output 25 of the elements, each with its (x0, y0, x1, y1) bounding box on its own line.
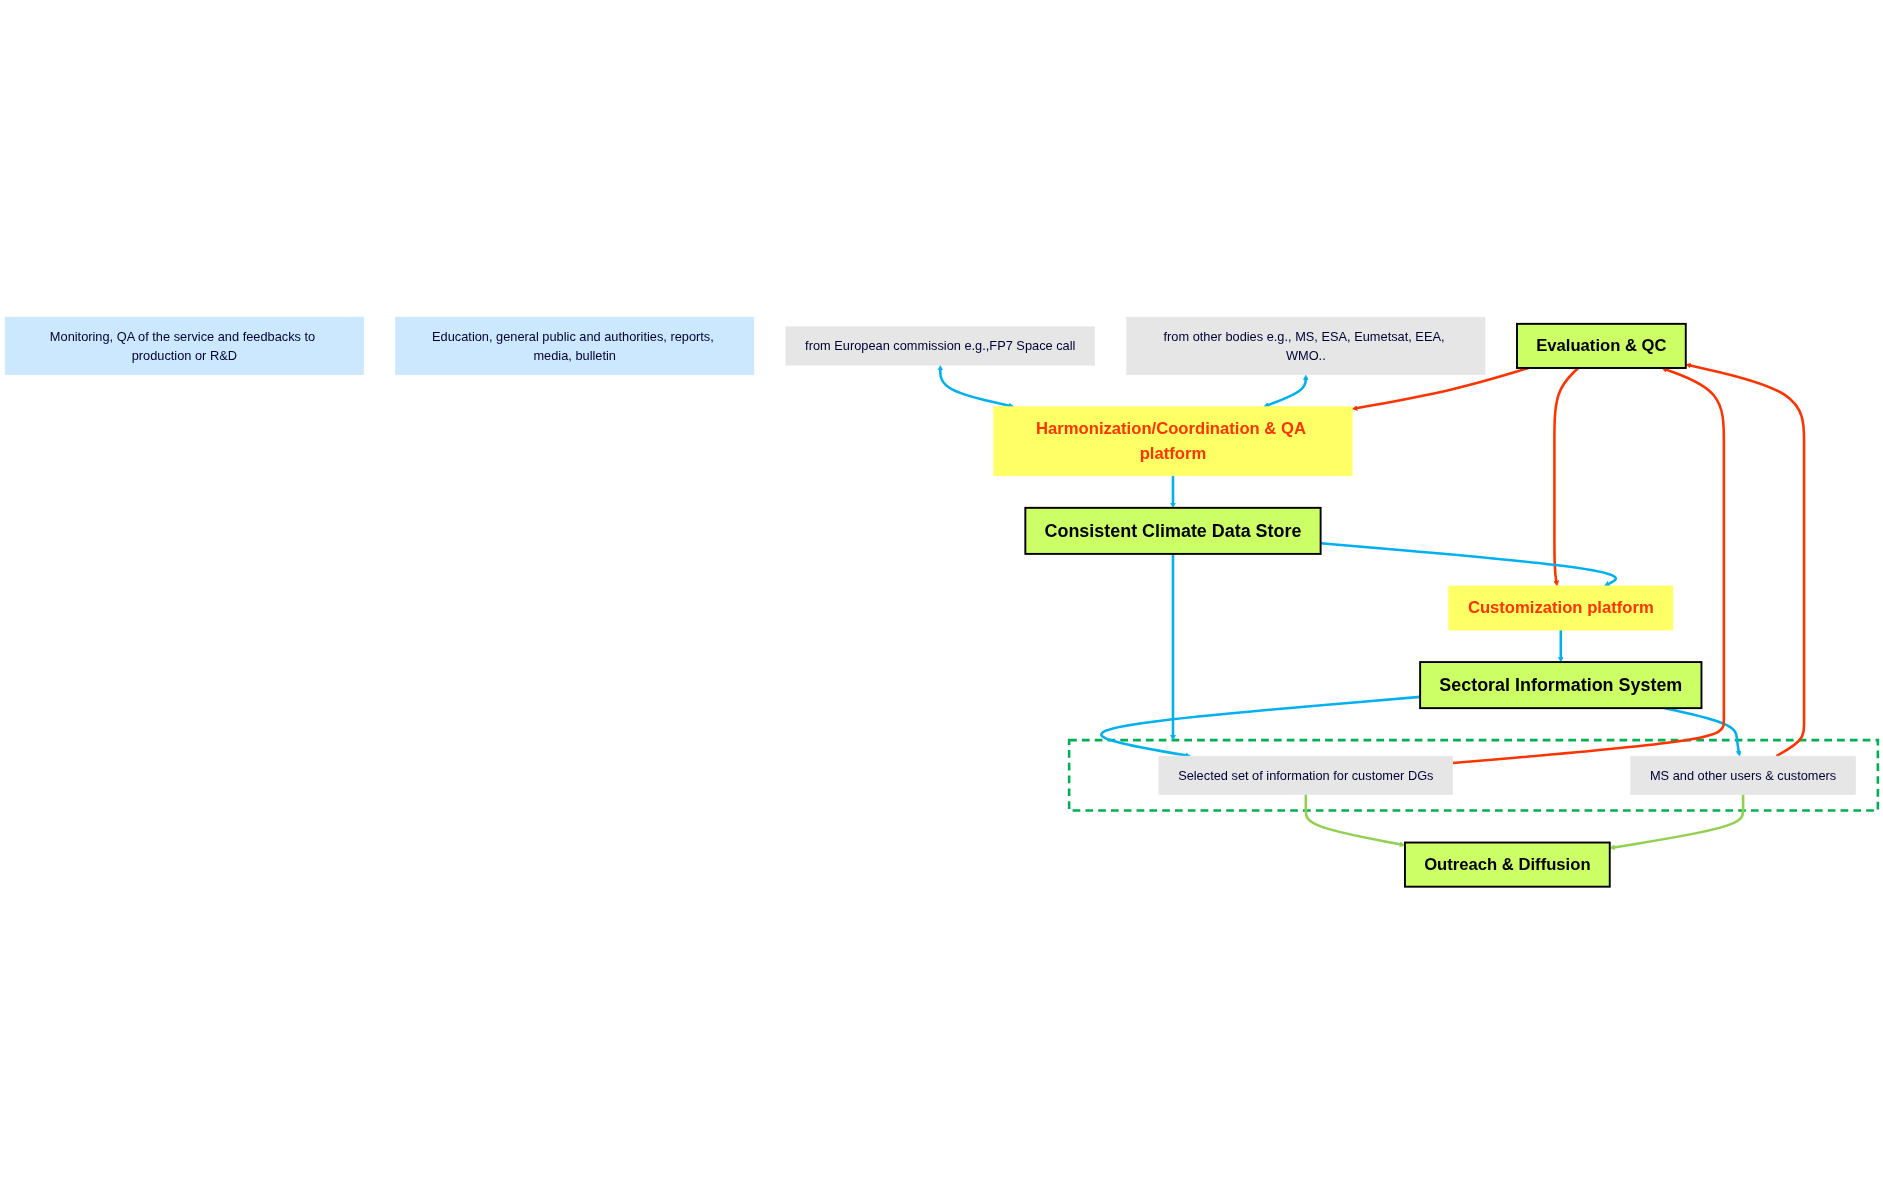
node-box: Education, general public and authorities, reports, media, bulletin (395, 316, 755, 375)
arrow (1452, 366, 1726, 764)
node-box: Selected set of information for customer DGs (1158, 755, 1454, 795)
node-box: from European commission e.g.,FP7 Space call (785, 326, 1095, 366)
node-box: from other bodies e.g., MS, ESA, Eumetsat, EEA, WMO.. (1126, 316, 1486, 375)
cluster (1067, 738, 1880, 812)
node-box: Evaluation & QC (1516, 322, 1687, 369)
arrow (1320, 541, 1617, 586)
arrow (937, 364, 1015, 408)
arrow (1351, 366, 1529, 411)
arrow (1685, 362, 1806, 757)
arrow (1553, 366, 1580, 586)
node-box: Monitoring, QA of the service and feedbacks to production or R&D (4, 316, 364, 375)
arrow (1558, 629, 1564, 662)
arrow (1609, 794, 1745, 850)
node-box: Customization platform (1448, 585, 1674, 630)
node-box: Outreach & Diffusion (1404, 841, 1611, 888)
node-box: Harmonization/Coordination & QA platform (993, 406, 1353, 476)
node-box: Consistent Climate Data Store (1024, 506, 1322, 555)
node-box: Sectoral Information System (1419, 660, 1703, 709)
arrow (1664, 706, 1742, 756)
arrow (1263, 374, 1309, 408)
arrow (1170, 475, 1176, 508)
node-box: MS and other users & customers (1630, 755, 1856, 795)
arrow (1170, 553, 1176, 740)
